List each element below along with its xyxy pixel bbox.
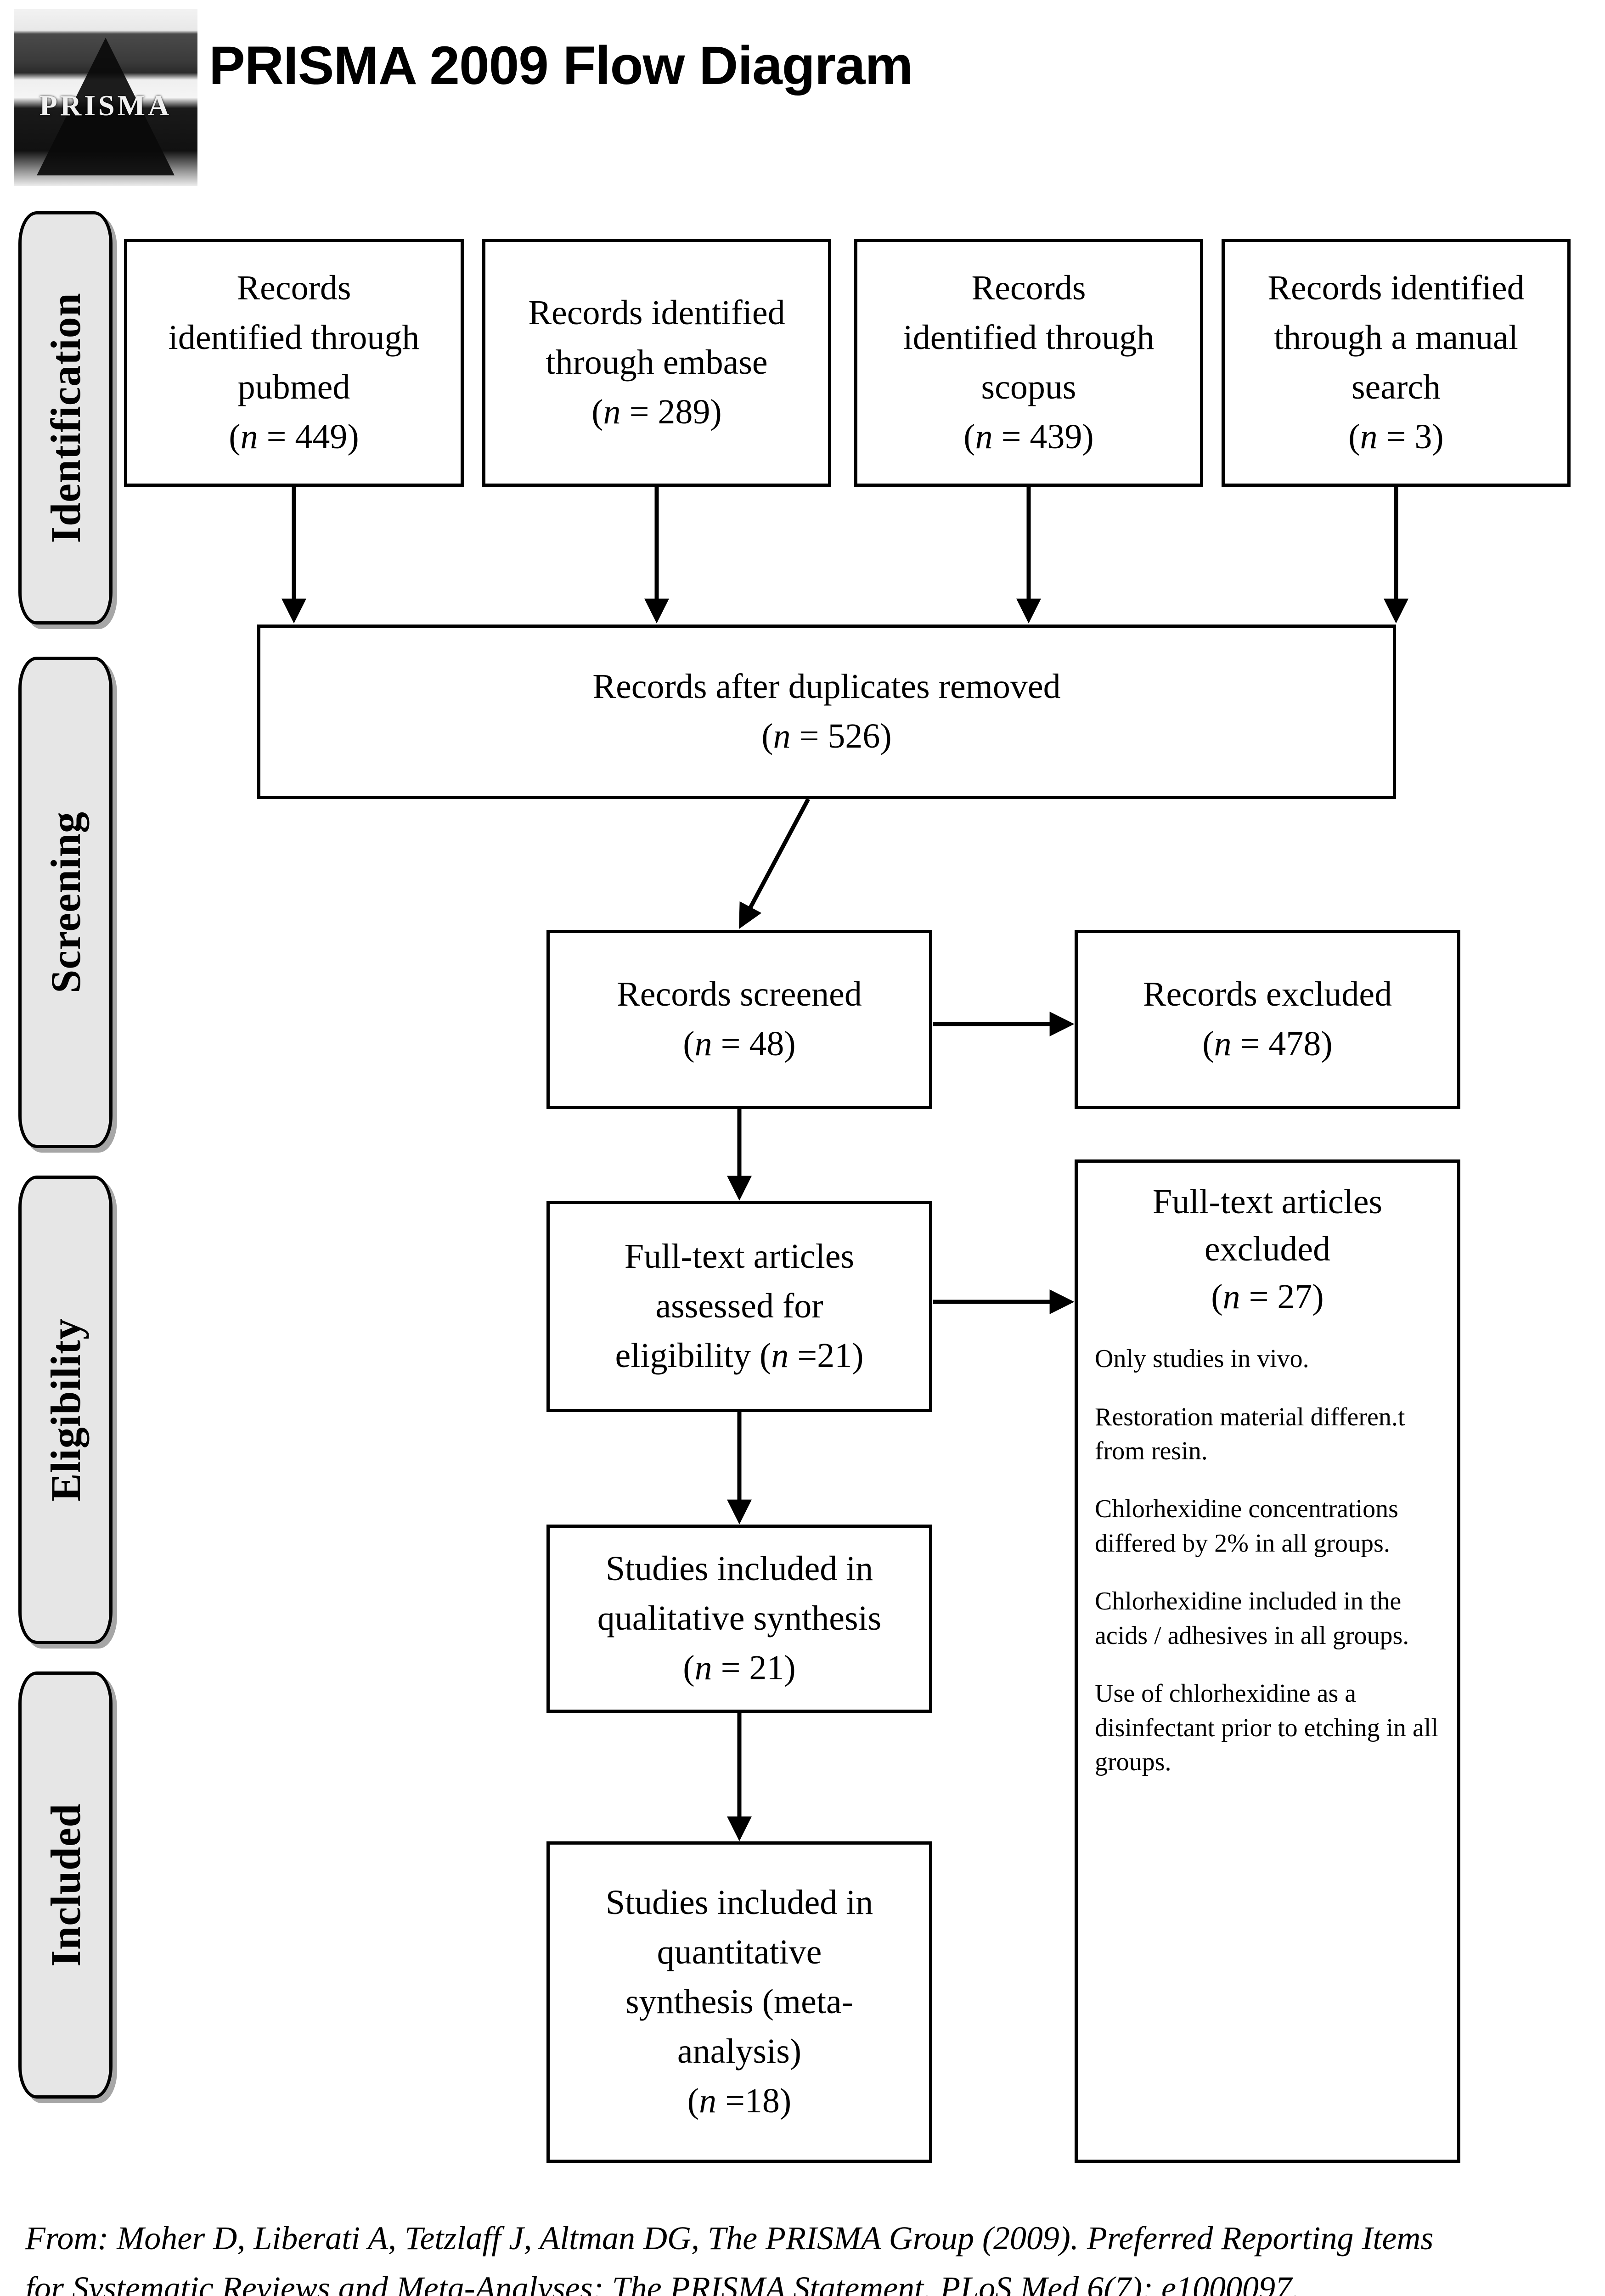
box-fulltext-excluded-line2: excluded (1204, 1230, 1331, 1269)
citation-line-2: for Systematic Reviews and Meta-Analyses… (25, 2270, 1301, 2296)
page-title: PRISMA 2009 Flow Diagram (209, 35, 913, 96)
box-quantitative-line2: quantitative (657, 1933, 822, 1972)
box-fulltext-excluded-count: (n = 27) (1211, 1277, 1324, 1316)
stage-label-eligibility-text: Eligibility (42, 1318, 89, 1502)
box-fulltext-excluded-line1: Full-text articles (1152, 1182, 1383, 1221)
box-embase-count: (n = 289) (591, 392, 722, 431)
box-qualitative-count: (n = 21) (683, 1648, 796, 1687)
box-scopus-line1: Records (971, 269, 1086, 308)
box-records-screened: Records screened (n = 48) (546, 930, 932, 1109)
box-embase-line2: through embase (546, 343, 768, 382)
stage-label-included: Included (18, 1671, 113, 2099)
box-fulltext-assessed-line2: assessed for (655, 1287, 823, 1326)
box-pubmed-count: (n = 449) (229, 417, 359, 456)
box-pubmed-line2: identified through (168, 318, 420, 357)
prisma-logo-icon: PRISMA (14, 9, 197, 186)
exclusion-reason-item: Chlorhexidine concentrations differed by… (1095, 1495, 1398, 1558)
box-records-identified-embase: Records identified through embase (n = 2… (482, 239, 831, 487)
exclusion-reason-list: Only studies in vivo. Restoration materi… (1085, 1342, 1450, 1803)
box-studies-qualitative-synthesis: Studies included in qualitative synthesi… (546, 1525, 932, 1713)
box-quantitative-line3: synthesis (meta- (625, 1982, 853, 2021)
box-screened-line1: Records screened (617, 975, 862, 1014)
box-embase-line1: Records identified (528, 293, 785, 332)
citation-line-1: From: Moher D, Liberati A, Tetzlaff J, A… (25, 2220, 1434, 2257)
box-fulltext-articles-excluded: Full-text articles excluded (n = 27) Onl… (1075, 1159, 1460, 2163)
prisma-logo-wordmark: PRISMA (39, 89, 172, 122)
box-fulltext-articles-assessed: Full-text articles assessed for eligibil… (546, 1201, 932, 1412)
box-fulltext-excluded-heading: Full-text articles excluded (n = 27) (1090, 1178, 1445, 1321)
box-qualitative-line1: Studies included in (605, 1549, 873, 1588)
box-manual-line3: search (1351, 368, 1441, 406)
box-records-identified-manual-search: Records identified through a manual sear… (1222, 239, 1571, 487)
citation-footer: From: Moher D, Liberati A, Tetzlaff J, A… (25, 2213, 1587, 2296)
box-pubmed-line3: pubmed (237, 368, 350, 406)
exclusion-reason-item: Chlorhexidine included in the acids / ad… (1095, 1587, 1409, 1650)
box-duplicates-count: (n = 526) (761, 717, 892, 755)
box-scopus-line2: identified through (903, 318, 1154, 357)
box-manual-count: (n = 3) (1348, 417, 1444, 456)
exclusion-reason-item: Use of chlorhexidine as a disinfectant p… (1095, 1679, 1439, 1777)
box-quantitative-line1: Studies included in (605, 1883, 873, 1922)
stage-label-identification: Identification (18, 211, 113, 625)
box-records-after-duplicates-removed: Records after duplicates removed (n = 52… (257, 625, 1396, 799)
box-quantitative-count: (n =18) (687, 2081, 792, 2120)
stage-label-screening: Screening (18, 657, 113, 1148)
box-screened-count: (n = 48) (683, 1024, 796, 1063)
stage-label-screening-text: Screening (42, 811, 89, 993)
box-records-excluded-line1: Records excluded (1143, 975, 1392, 1014)
stage-label-included-text: Included (42, 1803, 89, 1967)
exclusion-reason-item: Restoration material differen.t from res… (1095, 1402, 1405, 1466)
stage-label-identification-text: Identification (42, 293, 89, 543)
box-records-excluded: Records excluded (n = 478) (1075, 930, 1460, 1109)
box-scopus-count: (n = 439) (963, 417, 1094, 456)
arrow-duplicates-to-screened (739, 798, 810, 929)
box-manual-line2: through a manual (1274, 318, 1518, 357)
box-scopus-line3: scopus (981, 368, 1076, 406)
box-fulltext-assessed-line3: eligibility (n =21) (615, 1336, 864, 1375)
box-records-identified-scopus: Records identified through scopus (n = 4… (854, 239, 1203, 487)
diagram-header: PRISMA PRISMA 2009 Flow Diagram (0, 0, 1605, 197)
box-qualitative-line2: qualitative synthesis (597, 1599, 882, 1638)
box-pubmed-line1: Records (237, 269, 351, 308)
box-fulltext-assessed-line1: Full-text articles (624, 1237, 855, 1276)
prism-triangle-shape (37, 37, 175, 175)
exclusion-reason-item: Only studies in vivo. (1095, 1345, 1309, 1373)
box-quantitative-line4: analysis) (677, 2032, 802, 2071)
box-records-identified-pubmed: Records identified through pubmed (n = 4… (124, 239, 464, 487)
box-records-excluded-count: (n = 478) (1202, 1024, 1333, 1063)
stage-label-eligibility: Eligibility (18, 1176, 113, 1644)
box-studies-quantitative-synthesis: Studies included in quantitative synthes… (546, 1841, 932, 2163)
box-duplicates-line1: Records after duplicates removed (592, 667, 1061, 706)
box-manual-line1: Records identified (1267, 269, 1525, 308)
